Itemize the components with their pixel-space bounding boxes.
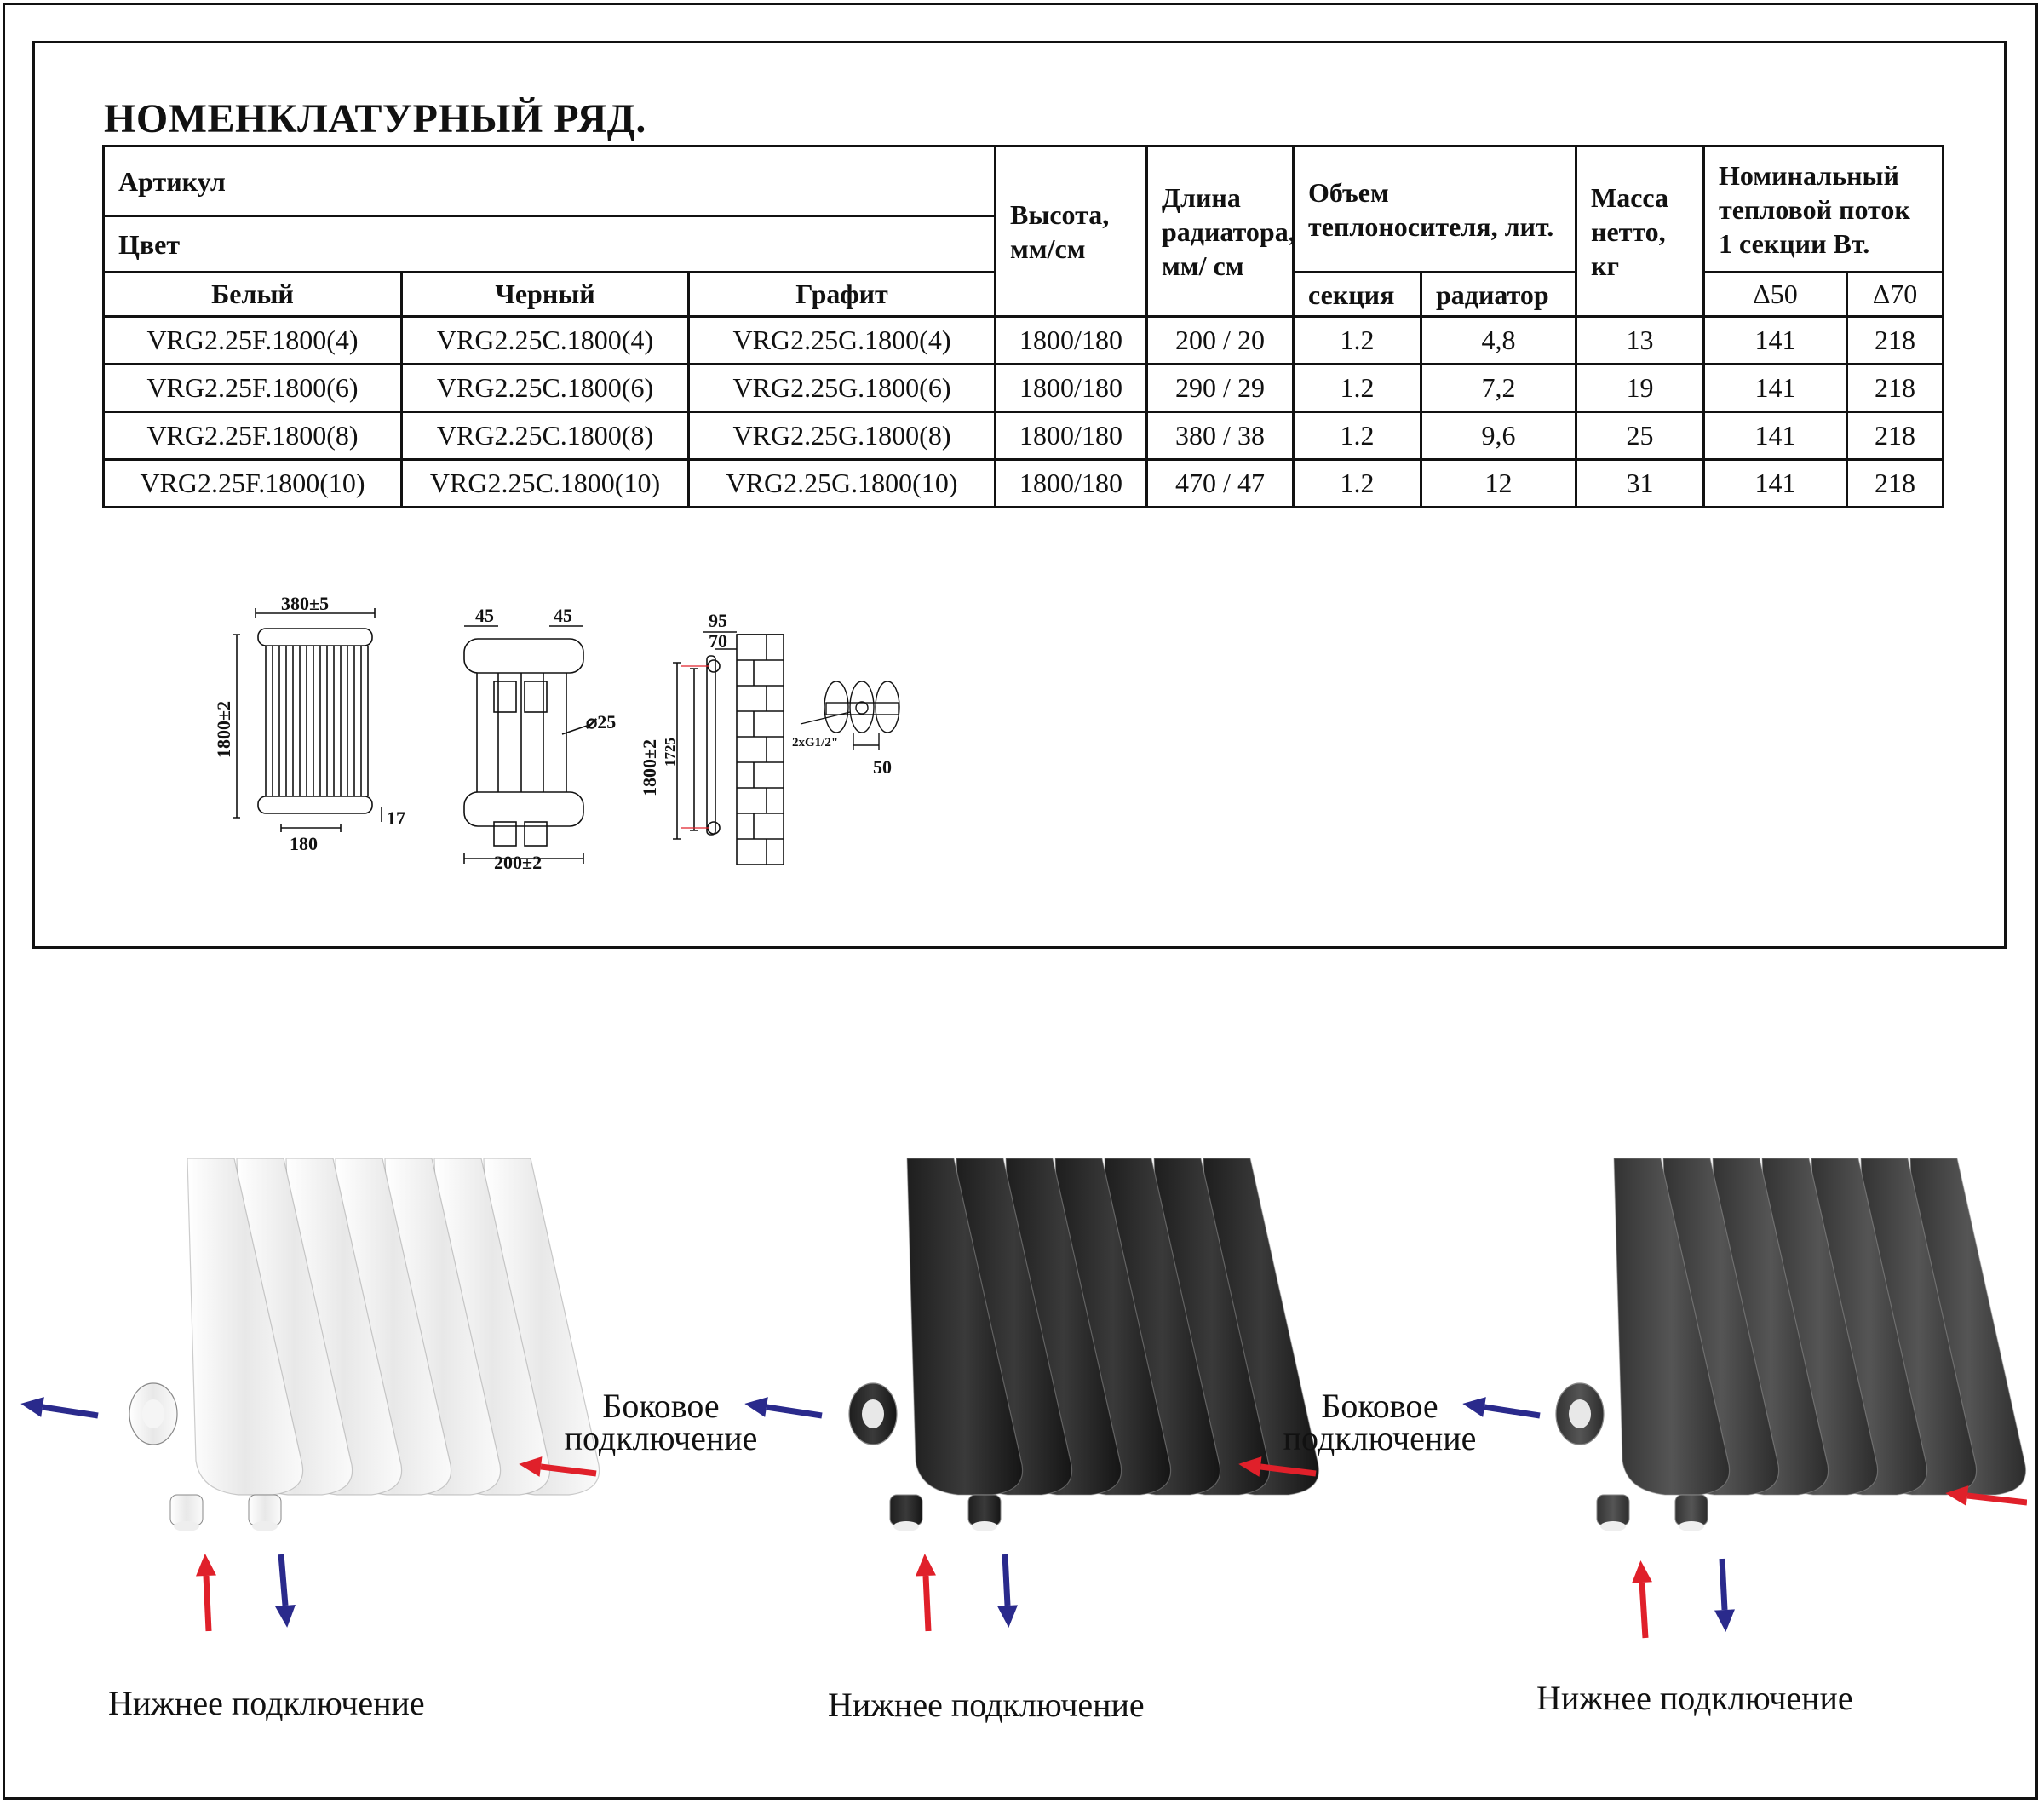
cell-mass: 25: [1575, 411, 1705, 461]
cell-d50: 141: [1702, 411, 1848, 461]
cell-mass: 31: [1575, 458, 1705, 508]
cell-d70: 218: [1846, 315, 1944, 365]
side-view-drawing: [463, 625, 593, 864]
bottom-connection-caption-1: Нижнее подключение: [108, 1684, 425, 1722]
cell-d50: 141: [1702, 458, 1848, 508]
cell-white: VRG2.25F.1800(8): [102, 411, 403, 461]
radiator-photos: [20, 1158, 2027, 1639]
cell-length: 470 / 47: [1145, 458, 1295, 508]
graphite-radiator-photo: [1555, 1158, 2027, 1531]
bottom-connection-caption-3: Нижнее подключение: [1536, 1679, 1853, 1717]
cell-black: VRG2.25C.1800(4): [400, 315, 690, 365]
outer-frame: [3, 3, 2038, 1800]
cell-d50: 141: [1702, 315, 1848, 365]
dim-height-side: 1800±2: [639, 739, 660, 796]
cell-d70: 218: [1846, 458, 1944, 508]
dim-diameter: ⌀25: [586, 711, 616, 733]
dim-section-left: 45: [475, 605, 494, 626]
header-delta70: Δ70: [1846, 271, 1944, 318]
cell-length: 200 / 20: [1145, 315, 1295, 365]
page-title: НОМЕНКЛАТУРНЫЙ РЯД.: [104, 96, 646, 141]
dim-pitch: 50: [873, 756, 892, 778]
header-graphite: Графит: [687, 271, 996, 318]
cell-graphite: VRG2.25G.1800(8): [687, 411, 996, 461]
flow-arrows: [20, 1397, 2027, 1639]
cell-mass: 13: [1575, 315, 1705, 365]
dim-foot: 17: [387, 807, 405, 829]
dim-wall-95: 95: [709, 610, 727, 631]
header-white: Белый: [102, 271, 403, 318]
cell-graphite: VRG2.25G.1800(6): [687, 363, 996, 413]
side-connection-caption-2: Боковое подключение: [1278, 1387, 1482, 1457]
cell-black: VRG2.25C.1800(6): [400, 363, 690, 413]
header-radiator: радиатор: [1420, 271, 1577, 318]
spec-panel: [32, 41, 2007, 949]
cell-section: 1.2: [1292, 458, 1422, 508]
side-caption-line1: Боковое: [602, 1387, 720, 1425]
dim-bottom-spacing: 180: [290, 833, 318, 854]
cell-mass: 19: [1575, 363, 1705, 413]
header-section: секция: [1292, 271, 1422, 318]
dim-depth-total: 200±2: [494, 852, 542, 869]
table-row: VRG2.25F.1800(4)VRG2.25C.1800(4)VRG2.25G…: [102, 315, 1944, 365]
cell-white: VRG2.25F.1800(4): [102, 315, 403, 365]
dim-wall-70: 70: [709, 630, 727, 652]
table-row: VRG2.25F.1800(10)VRG2.25C.1800(10)VRG2.2…: [102, 458, 1944, 508]
nomenclature-table: Артикул Высота, мм/см Длина радиатора, м…: [102, 145, 1944, 508]
header-heat: Номинальный тепловой поток 1 секции Вт.: [1702, 145, 1944, 273]
dim-height-front: 1800±2: [213, 701, 234, 758]
header-height: Высота, мм/см: [994, 145, 1148, 318]
cell-length: 380 / 38: [1145, 411, 1295, 461]
cell-d70: 218: [1846, 363, 1944, 413]
black-radiator-photo: [848, 1158, 1320, 1531]
header-mass: Масса нетто, кг: [1575, 145, 1705, 318]
cell-radiator: 12: [1420, 458, 1577, 508]
side-caption-line2: подключение: [1283, 1419, 1477, 1457]
dim-thread: 2xG1/2": [792, 736, 838, 750]
cell-section: 1.2: [1292, 363, 1422, 413]
cell-white: VRG2.25F.1800(6): [102, 363, 403, 413]
header-delta50: Δ50: [1702, 271, 1848, 318]
cell-height: 1800/180: [994, 363, 1148, 413]
front-view-drawing: [233, 608, 382, 832]
header-length: Длина радиатора, мм/ см: [1145, 145, 1295, 318]
cell-white: VRG2.25F.1800(10): [102, 458, 403, 508]
side-caption-line2: подключение: [564, 1419, 758, 1457]
cell-length: 290 / 29: [1145, 363, 1295, 413]
table-row: VRG2.25F.1800(6)VRG2.25C.1800(6)VRG2.25G…: [102, 363, 1944, 413]
header-color: Цвет: [102, 215, 996, 273]
dim-axis: 1725: [662, 738, 678, 767]
cell-graphite: VRG2.25G.1800(10): [687, 458, 996, 508]
dim-width-top: 380±5: [281, 593, 329, 614]
side-caption-line1: Боковое: [1321, 1387, 1438, 1425]
cell-section: 1.2: [1292, 411, 1422, 461]
wall-mount-drawing: [673, 631, 784, 865]
table-row: VRG2.25F.1800(8)VRG2.25C.1800(8)VRG2.25G…: [102, 411, 1944, 461]
cell-black: VRG2.25C.1800(10): [400, 458, 690, 508]
cell-d50: 141: [1702, 363, 1848, 413]
cell-height: 1800/180: [994, 315, 1148, 365]
white-radiator-photo: [129, 1158, 600, 1531]
bottom-connection-caption-2: Нижнее подключение: [828, 1686, 1145, 1724]
cell-section: 1.2: [1292, 315, 1422, 365]
dimension-drawings: 380±5 1800±2 180 17 45 45 ⌀25 200±2 95 7…: [213, 593, 900, 869]
cell-height: 1800/180: [994, 458, 1148, 508]
cell-graphite: VRG2.25G.1800(4): [687, 315, 996, 365]
dim-section-right: 45: [554, 605, 572, 626]
header-article: Артикул: [102, 145, 996, 217]
header-volume: Объем теплоносителя, лит.: [1292, 145, 1577, 273]
cell-radiator: 7,2: [1420, 363, 1577, 413]
cell-black: VRG2.25C.1800(8): [400, 411, 690, 461]
cell-radiator: 9,6: [1420, 411, 1577, 461]
header-black: Черный: [400, 271, 690, 318]
connection-detail-drawing: [800, 681, 900, 750]
cell-height: 1800/180: [994, 411, 1148, 461]
side-connection-caption-1: Боковое подключение: [559, 1387, 763, 1457]
cell-radiator: 4,8: [1420, 315, 1577, 365]
cell-d70: 218: [1846, 411, 1944, 461]
